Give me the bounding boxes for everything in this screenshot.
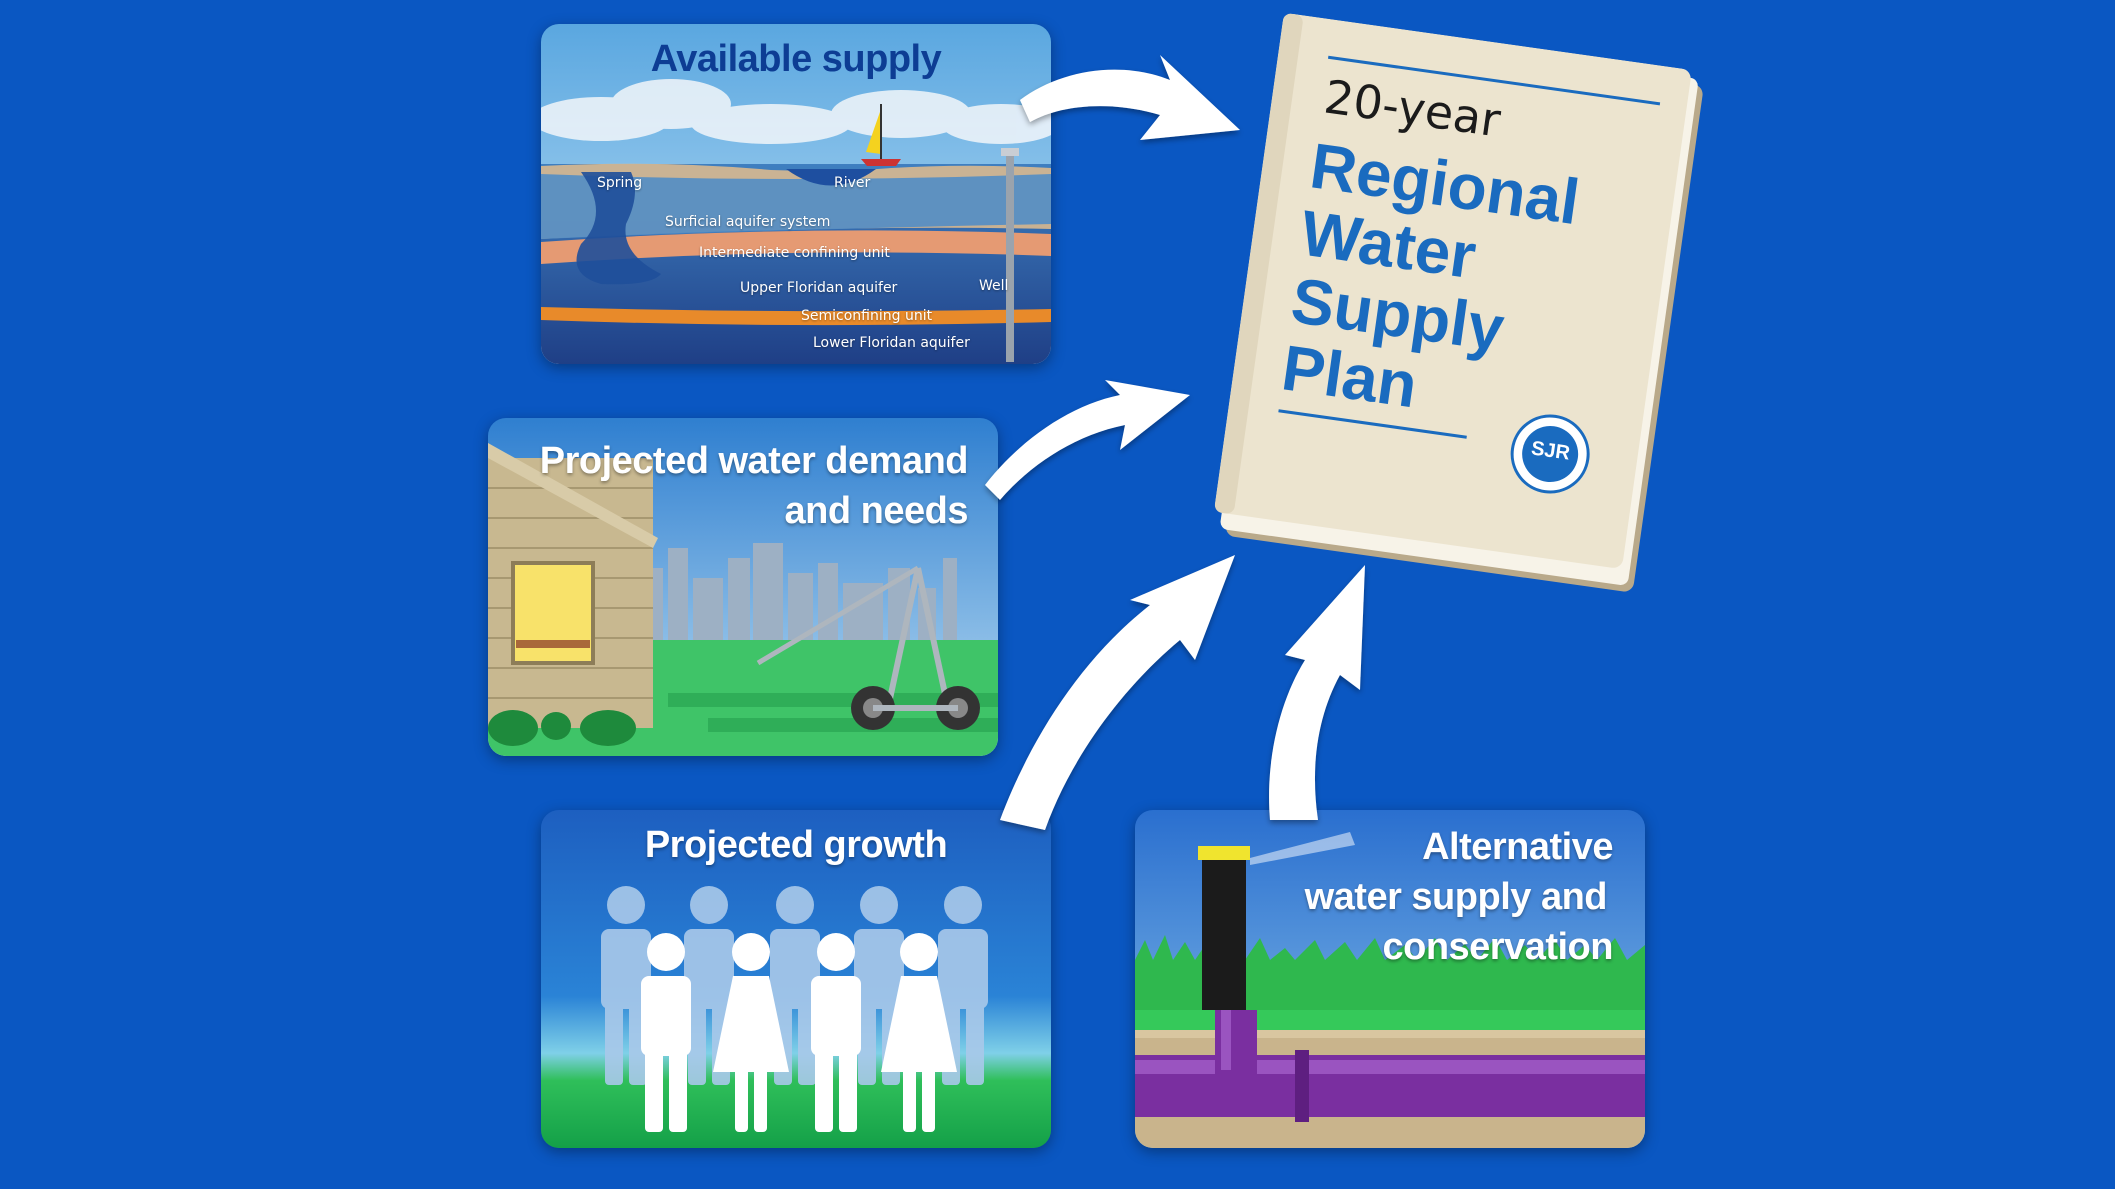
intermediate-confining-label: Intermediate confining unit <box>699 245 890 261</box>
water-demand-panel: Projected water demand and needs <box>488 418 998 756</box>
alternative-supply-title-line2: water supply and <box>1304 876 1608 918</box>
semiconfining-label: Semiconfining unit <box>801 308 933 324</box>
upper-floridan-label: Upper Floridan aquifer <box>740 280 898 296</box>
available-supply-panel: Available supply Spring River Surficial … <box>541 24 1051 364</box>
arrow-growth-to-book <box>1000 555 1235 830</box>
arrow-alternative-to-book <box>1269 565 1365 820</box>
alternative-supply-title-line3: conservation <box>1382 926 1613 968</box>
alternative-supply-panel: Alternative water supply and conservatio… <box>1135 810 1645 1148</box>
alternative-supply-title-line1: Alternative <box>1422 826 1613 868</box>
aquifer-illustration <box>541 24 1051 364</box>
spring-label: Spring <box>597 175 643 191</box>
river-label: River <box>834 175 871 191</box>
arrow-demand-to-book <box>985 380 1190 500</box>
projected-growth-title: Projected growth <box>644 824 948 866</box>
sprinkler-pipe-illustration <box>1135 810 1645 1148</box>
well-label: Well <box>979 278 1009 294</box>
farm-city-illustration <box>488 418 998 756</box>
regional-water-supply-plan-book: 20-year Regional Water Supply Plan SJR <box>1210 13 1710 598</box>
surficial-aquifer-label: Surficial aquifer system <box>665 214 831 230</box>
water-demand-title-line1: Projected water demand <box>539 440 969 482</box>
available-supply-title: Available supply <box>650 38 942 80</box>
lower-floridan-label: Lower Floridan aquifer <box>813 335 970 351</box>
people-illustration <box>541 810 1051 1148</box>
book-cover <box>1214 13 1703 592</box>
water-demand-title-line2: and needs <box>784 490 969 532</box>
arrow-supply-to-book <box>1020 55 1240 140</box>
projected-growth-panel: Projected growth <box>541 810 1051 1148</box>
